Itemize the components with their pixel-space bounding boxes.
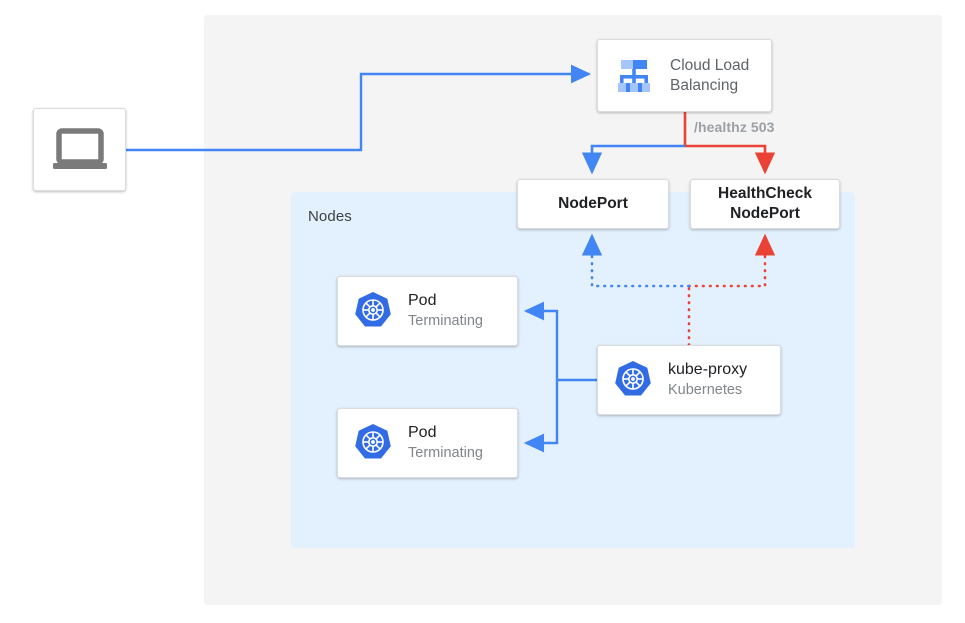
pod-node-2[interactable]: Pod Terminating <box>337 408 518 478</box>
healthcheck-nodeport-node[interactable]: HealthCheck NodePort <box>690 179 840 229</box>
edge-split-to-healthcheck-nodeport <box>685 144 776 175</box>
pod-2-title: Pod <box>408 424 437 442</box>
pod-node-1[interactable]: Pod Terminating <box>337 276 518 346</box>
cloud-load-balancing-title-line1: Cloud Load <box>670 56 750 74</box>
kubernetes-icon <box>352 422 394 464</box>
nodes-zone-label: Nodes <box>308 208 352 225</box>
cloud-load-balancing-label: Cloud Load Balancing <box>670 56 749 96</box>
nodeport-node[interactable]: NodePort <box>517 179 669 229</box>
kubernetes-icon <box>612 359 654 401</box>
edge-kubeproxy-to-healthcheck-dotted <box>687 233 776 288</box>
edge-kubeproxy-to-pod1 <box>523 301 559 380</box>
pod-1-title: Pod <box>408 292 437 310</box>
pod-1-subtitle: Terminating <box>408 312 483 329</box>
cloud-load-balancing-icon <box>612 54 656 98</box>
edge-kubeproxy-to-nodeport-dotted <box>581 233 691 288</box>
healthcheck-nodeport-label-line2: NodePort <box>730 205 800 222</box>
pod-2-label: Pod Terminating <box>408 423 483 462</box>
healthz-annotation: /healthz 503 <box>694 119 775 135</box>
client-node[interactable] <box>33 108 126 191</box>
kubernetes-icon <box>352 290 394 332</box>
kube-proxy-node[interactable]: kube-proxy Kubernetes <box>597 345 781 415</box>
edge-split-to-nodeport <box>581 144 685 175</box>
laptop-icon <box>52 127 108 172</box>
healthcheck-nodeport-label: HealthCheck NodePort <box>718 184 812 224</box>
kube-proxy-subtitle: Kubernetes <box>668 381 743 398</box>
edge-client-to-loadbalancer <box>126 64 592 152</box>
cloud-load-balancing-title-line2: Balancing <box>670 76 739 94</box>
pod-1-label: Pod Terminating <box>408 291 483 330</box>
cloud-load-balancing-node[interactable]: Cloud Load Balancing <box>597 39 772 112</box>
edge-kubeproxy-to-pod2 <box>523 380 559 453</box>
healthcheck-nodeport-label-line1: HealthCheck <box>718 184 812 202</box>
pod-2-subtitle: Terminating <box>408 444 483 461</box>
kube-proxy-label: kube-proxy Kubernetes <box>668 360 747 399</box>
nodeport-label: NodePort <box>558 194 628 212</box>
kube-proxy-title: kube-proxy <box>668 361 748 379</box>
